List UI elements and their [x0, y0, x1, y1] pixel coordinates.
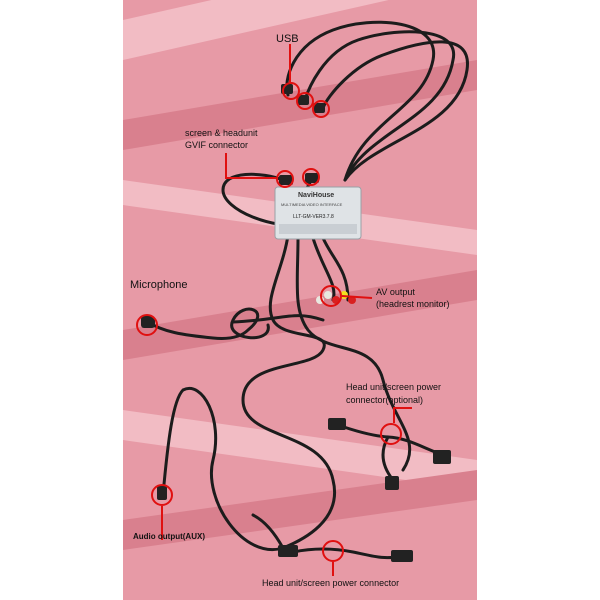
gvif-label-line2: GVIF connector: [185, 140, 249, 150]
optional-power-highlight: [380, 423, 402, 445]
gvif-highlight-2: [302, 168, 320, 186]
microphone-highlight: [136, 314, 158, 336]
usb-label: USB: [276, 33, 299, 45]
interface-module-box: [274, 186, 362, 240]
usb-highlight-2: [296, 92, 314, 110]
power-connector-highlight: [322, 540, 344, 562]
gvif-label-line1: screen & headunit: [185, 128, 258, 138]
usb-highlight-3: [312, 100, 330, 118]
av-output-label-line2: (headrest monitor): [376, 299, 450, 309]
module-brand: NaviHouse: [298, 192, 335, 199]
av-output-label-line1: AV output: [376, 287, 415, 297]
aux-label: Audio output(AUX): [133, 532, 205, 541]
usb-highlight-1: [282, 82, 300, 100]
module-model: LLT-GM-VER3.7.8: [293, 214, 334, 220]
module-subtitle: MULTIMEDIA VIDEO INTERFACE: [281, 202, 343, 207]
optional-power-label-line1: Head unit/screen power: [346, 382, 442, 392]
optional-power-label-line2: connector(optional): [346, 395, 424, 405]
gvif-highlight-1: [276, 170, 294, 188]
av-output-highlight: [320, 285, 342, 307]
aux-highlight: [151, 484, 173, 506]
power-connector-label: Head unit/screen power connector: [262, 578, 400, 588]
microphone-label: Microphone: [130, 279, 188, 291]
